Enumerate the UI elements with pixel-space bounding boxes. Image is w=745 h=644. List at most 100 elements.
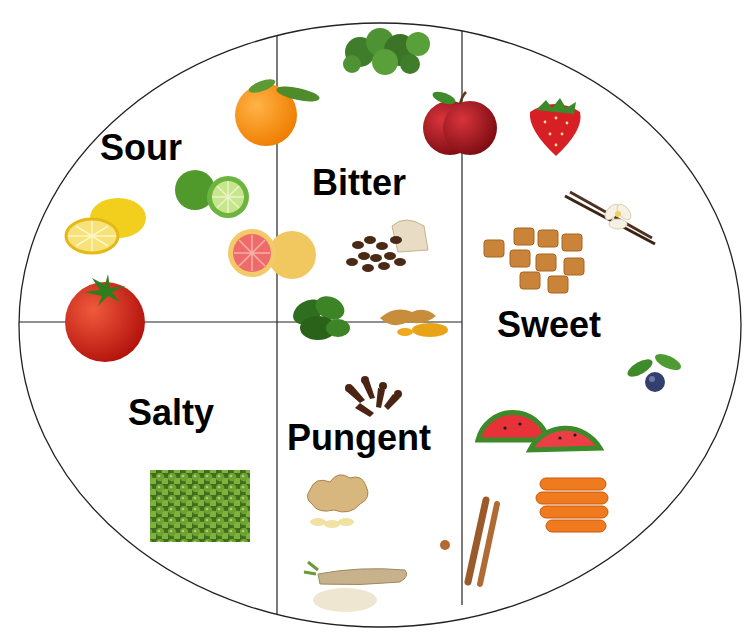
strawberry (555, 117, 558, 120)
coffee-beans (362, 264, 374, 272)
horseradish (313, 588, 377, 612)
caramels (536, 254, 556, 271)
taste-region: Bitter (312, 163, 406, 203)
horseradish (318, 569, 407, 585)
cinnamon (480, 504, 497, 584)
strawberry (544, 117, 569, 147)
caramels (514, 228, 534, 245)
region-label: Sweet (497, 305, 601, 345)
coffee-beans (346, 220, 428, 272)
kale (400, 54, 420, 74)
grapefruit (233, 234, 271, 272)
kale (406, 32, 430, 56)
watermelon (478, 412, 600, 450)
cloves (394, 390, 402, 398)
blueberry (645, 372, 665, 392)
watermelon (503, 422, 576, 439)
watermelon (518, 422, 521, 425)
turmeric (380, 310, 448, 337)
coffee-beans (376, 242, 388, 250)
coffee-beans (378, 262, 390, 270)
strawberry (555, 144, 558, 147)
coffee-beans (364, 236, 376, 244)
coffee-beans (384, 252, 396, 260)
ellipse-outline (19, 23, 741, 627)
coffee-beans (346, 236, 406, 272)
blueberry (625, 351, 683, 392)
green-peas (150, 470, 250, 542)
coffee-beans (370, 254, 382, 262)
turmeric (397, 328, 413, 336)
caramels (548, 276, 568, 293)
horseradish (304, 562, 407, 612)
coffee-beans (346, 258, 358, 266)
tomato (65, 274, 145, 362)
tomato (84, 274, 126, 306)
taste-region: Salty (128, 393, 214, 433)
orange (235, 77, 321, 146)
coffee-beans (394, 258, 406, 266)
strawberry (561, 133, 564, 136)
grapefruit (234, 235, 270, 271)
taste-region: Pungent (287, 418, 431, 458)
caramels (564, 258, 584, 275)
apple (423, 89, 497, 155)
kale (343, 28, 430, 75)
limes (212, 181, 244, 213)
ginger (324, 520, 340, 528)
ginger (307, 475, 368, 512)
strawberry (536, 98, 576, 114)
orange (275, 84, 321, 105)
grapefruit (228, 229, 276, 277)
caramels (484, 228, 584, 293)
caramels (510, 250, 530, 267)
spinach (289, 292, 350, 340)
green-peas (150, 470, 250, 542)
ginger (307, 475, 368, 528)
watermelon (503, 426, 506, 429)
vanilla (602, 202, 633, 229)
cloves (376, 388, 385, 408)
vanilla (615, 211, 621, 217)
apple (443, 101, 497, 155)
kale (343, 55, 361, 73)
coffee-beans (352, 241, 364, 249)
limes (175, 170, 249, 218)
carrots (540, 478, 606, 490)
lemons (66, 219, 118, 253)
taste-region: Sweet (497, 305, 601, 345)
carrots (546, 520, 606, 532)
caramels (484, 240, 504, 257)
vanilla (570, 192, 652, 238)
divider-lines (19, 31, 462, 614)
carrots (540, 506, 608, 518)
limes (212, 181, 244, 213)
coffee-beans (392, 220, 428, 252)
caramels (520, 272, 540, 289)
lemons (66, 198, 146, 253)
watermelon (558, 436, 561, 439)
strawberry (544, 121, 547, 124)
cinnamon (440, 540, 450, 550)
cloves (345, 376, 402, 417)
taste-region: Sour (100, 128, 182, 168)
carrots (536, 492, 608, 504)
ginger (310, 518, 326, 526)
carrots (536, 478, 608, 532)
coffee-beans (390, 236, 402, 244)
orange (247, 77, 277, 96)
cloves (379, 382, 387, 390)
region-label: Pungent (287, 418, 431, 458)
turmeric (380, 310, 436, 326)
strawberry (566, 122, 569, 125)
horseradish (304, 562, 318, 574)
coffee-beans (358, 252, 370, 260)
region-label: Salty (128, 393, 214, 433)
strawberry (549, 133, 552, 136)
apple (431, 89, 457, 107)
cloves (345, 384, 353, 392)
cinnamon (440, 500, 497, 584)
grapefruit (228, 229, 316, 279)
